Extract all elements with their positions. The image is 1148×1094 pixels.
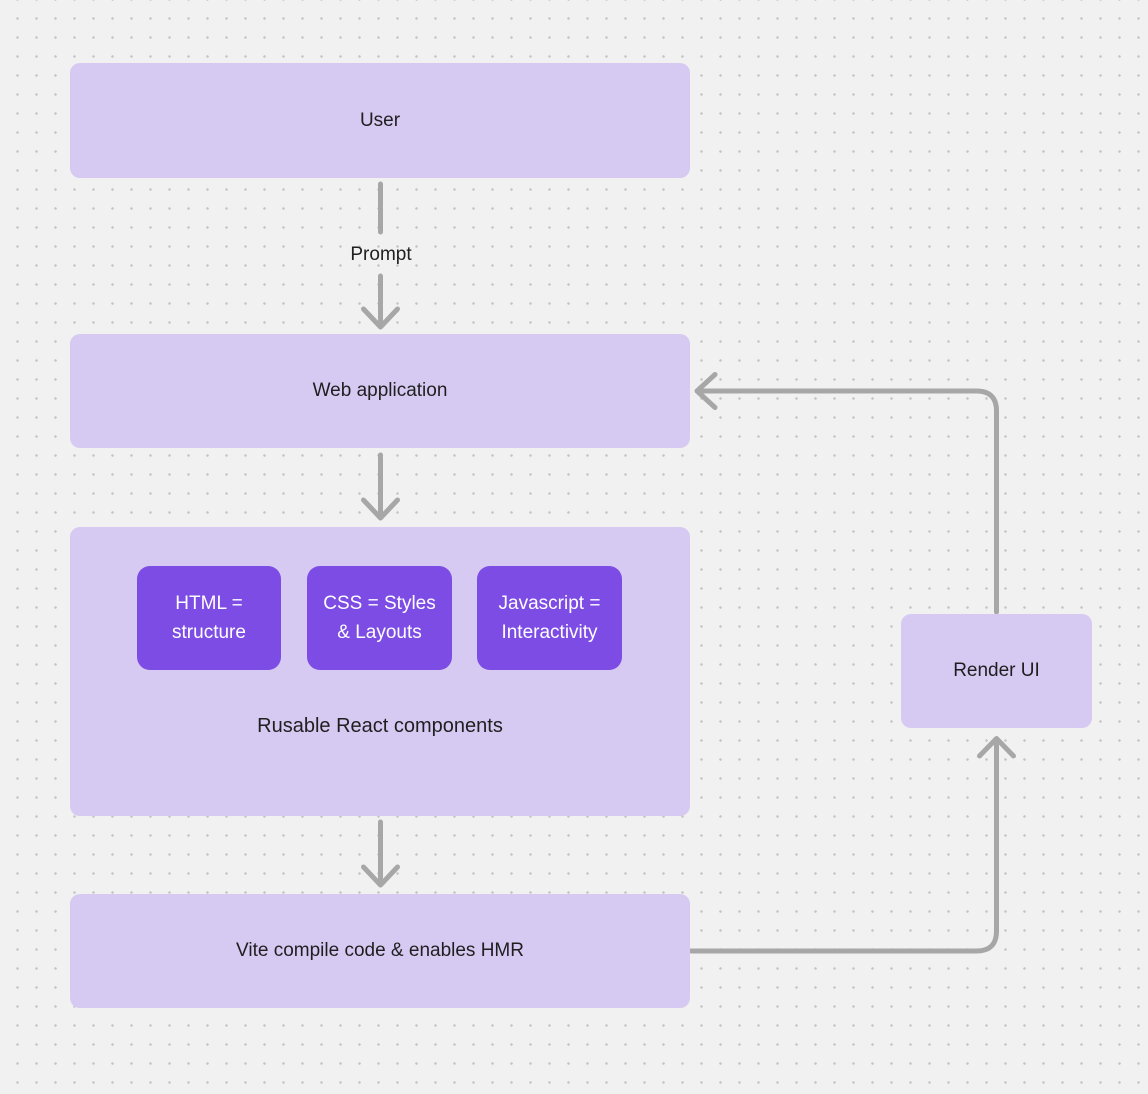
components-group-caption: Rusable React components	[257, 715, 503, 737]
node-user: User	[70, 63, 690, 178]
node-html: HTML = structure	[137, 566, 281, 670]
edge-label-prompt: Prompt	[350, 244, 412, 265]
node-html-label: HTML = structure	[172, 593, 246, 643]
node-components-group: HTML = structure CSS = Styles & Layouts …	[70, 527, 690, 816]
node-vite: Vite compile code & enables HMR	[70, 894, 690, 1008]
node-render-ui: Render UI	[901, 614, 1092, 728]
node-javascript: Javascript = Interactivity	[477, 566, 622, 670]
node-javascript-label: Javascript = Interactivity	[498, 593, 601, 643]
edge-group-vite-arrowhead	[361, 864, 400, 888]
node-vite-label: Vite compile code & enables HMR	[236, 940, 524, 961]
node-css: CSS = Styles & Layouts	[307, 566, 452, 670]
node-user-label: User	[359, 109, 401, 131]
edge-vite-renderui-line	[688, 738, 999, 954]
node-css-label: CSS = Styles & Layouts	[323, 593, 436, 643]
node-web-application-label: Web application	[312, 380, 448, 401]
edge-renderui-webapp-line	[696, 388, 999, 615]
node-render-ui-label: Render UI	[953, 660, 1040, 681]
node-web-application: Web application	[70, 334, 690, 448]
edge-vite-renderui-arrowhead	[977, 736, 1016, 759]
edge-prompt-webapp-arrowhead	[361, 306, 400, 330]
edge-webapp-group-arrowhead	[361, 497, 400, 521]
edge-renderui-webapp-arrowhead	[694, 372, 718, 410]
